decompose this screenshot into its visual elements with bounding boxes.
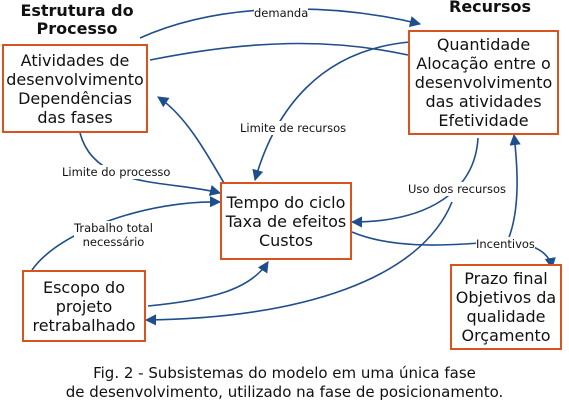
box-escopo-line3: retrabalhado: [32, 315, 136, 335]
box-recursos-line2: Alocação entre o: [416, 54, 551, 73]
arrow-incentivos-to-recursos: [507, 133, 521, 241]
label-limite-processo: Limite do processo: [62, 165, 171, 179]
header-estrutura-line2: Processo: [36, 19, 118, 38]
box-escopo-line1: Escopo do: [42, 277, 125, 297]
box-recursos-line5: Efetividade: [438, 111, 529, 130]
header-estrutura: Estrutura do Processo: [6, 2, 148, 38]
box-prazo-line3: qualidade: [466, 307, 546, 326]
arrow-tempo-to-estrutura: [157, 96, 229, 191]
arrow-limite-processo: [79, 132, 222, 196]
box-estrutura-line1: Atividades de: [20, 50, 130, 70]
arrow-trabalho-total: [31, 196, 222, 271]
arrow-escopo-to-tempo: [147, 261, 269, 307]
arrow-limite-recursos: [252, 41, 411, 182]
header-recursos: Recursos: [449, 0, 531, 16]
box-prazo-line4: Orçamento: [461, 326, 551, 345]
box-centro-line1: Tempo do ciclo: [226, 192, 346, 212]
box-estrutura-line2: desenvolvimento: [6, 69, 144, 89]
label-limite-recursos: Limite de recursos: [240, 121, 347, 135]
box-centro-line3: Custos: [258, 230, 314, 250]
label-trabalho-total-line2: necessário: [82, 235, 145, 249]
label-trabalho-total: Trabalho total necessário: [74, 221, 153, 249]
box-centro-line2: Taxa de efeitos: [225, 211, 347, 231]
box-recursos-line4: das atividades: [425, 92, 542, 111]
box-prazo: Prazo final Objetivos da qualidade Orçam…: [450, 264, 562, 350]
box-estrutura-line3: Dependências: [18, 88, 132, 108]
box-escopo: Escopo do projeto retrabalhado: [22, 270, 146, 342]
box-centro: Tempo do ciclo Taxa de efeitos Custos: [220, 182, 352, 260]
label-demanda: demanda: [254, 6, 309, 20]
arrow-uso-recursos: [350, 137, 479, 228]
box-recursos-line1: Quantidade: [436, 35, 531, 54]
caption-line1: Fig. 2 - Subsistemas do modelo em uma ún…: [93, 364, 476, 382]
header-estrutura-line1: Estrutura do: [20, 1, 134, 20]
box-recursos-line3: desenvolvimento: [414, 73, 553, 92]
figure-caption: Fig. 2 - Subsistemas do modelo em uma ún…: [0, 364, 569, 402]
box-estrutura: Atividades de desenvolvimento Dependênci…: [2, 44, 148, 133]
box-prazo-line2: Objetivos da: [455, 288, 557, 307]
box-recursos: Quantidade Alocação entre o desenvolvime…: [408, 30, 559, 135]
label-uso-recursos: Uso dos recursos: [408, 182, 506, 196]
label-incentivos: Incentivos: [476, 237, 535, 251]
arrow-estrutura-to-recursos: [149, 42, 409, 61]
label-trabalho-total-line1: Trabalho total: [74, 221, 153, 235]
arrow-recursos-to-escopo: [144, 201, 453, 326]
caption-line2: de desenvolvimento, utilizado na fase de…: [65, 383, 504, 401]
box-escopo-line2: projeto: [55, 296, 113, 316]
box-estrutura-line4: das fases: [37, 107, 113, 127]
box-prazo-line1: Prazo final: [464, 269, 548, 288]
